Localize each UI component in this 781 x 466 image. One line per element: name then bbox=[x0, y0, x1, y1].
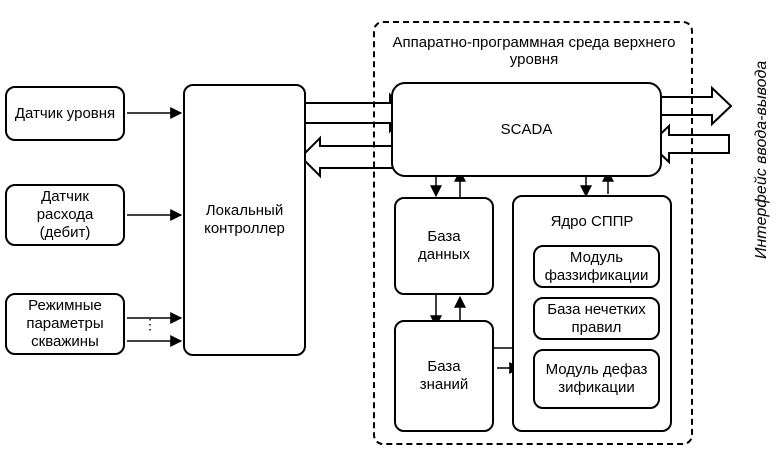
big-arrow-scada-to-controller bbox=[299, 135, 405, 179]
regime-params-box: Режимные параметры скважины bbox=[5, 293, 125, 355]
fuzzy-rules-base-label: База нечетких правил bbox=[547, 300, 646, 336]
regime-ellipsis: ⋮ bbox=[143, 316, 157, 332]
database-box: База данных bbox=[394, 197, 494, 295]
regime-params-label: Режимные параметры скважины bbox=[26, 297, 104, 350]
fuzzification-module-label: Модуль фаззификации bbox=[544, 248, 649, 284]
defuzzification-module-box: Модуль дефаззификации bbox=[533, 349, 660, 409]
dss-core-label: Ядро СППР bbox=[550, 213, 634, 230]
scada-label: SCADA bbox=[500, 120, 553, 138]
database-label: База данных bbox=[418, 228, 470, 263]
flow-sensor-label: Датчик расхода (дебит) bbox=[36, 188, 94, 241]
frame-title: Аппаратно-программная среда верхнего уро… bbox=[392, 34, 676, 68]
level-sensor-label: Датчик уровня bbox=[14, 104, 116, 122]
local-controller-box: Локальный контроллер bbox=[183, 84, 306, 356]
fuzzification-module-box: Модуль фаззификации bbox=[533, 245, 660, 288]
fuzzy-rules-base-box: База нечетких правил bbox=[533, 297, 660, 340]
upper-level-environment-frame bbox=[373, 21, 693, 445]
knowledge-base-label: База знаний bbox=[419, 358, 469, 393]
knowledge-base-box: База знаний bbox=[394, 320, 494, 432]
level-sensor-box: Датчик уровня bbox=[5, 86, 125, 141]
flow-sensor-box: Датчик расхода (дебит) bbox=[5, 184, 125, 246]
defuzzification-module-label: Модуль дефаззификации bbox=[545, 361, 648, 396]
io-interface-label: Интерфейс ввода-вывода bbox=[753, 60, 770, 260]
scada-box: SCADA bbox=[391, 82, 662, 177]
local-controller-label: Локальный контроллер bbox=[204, 202, 285, 237]
